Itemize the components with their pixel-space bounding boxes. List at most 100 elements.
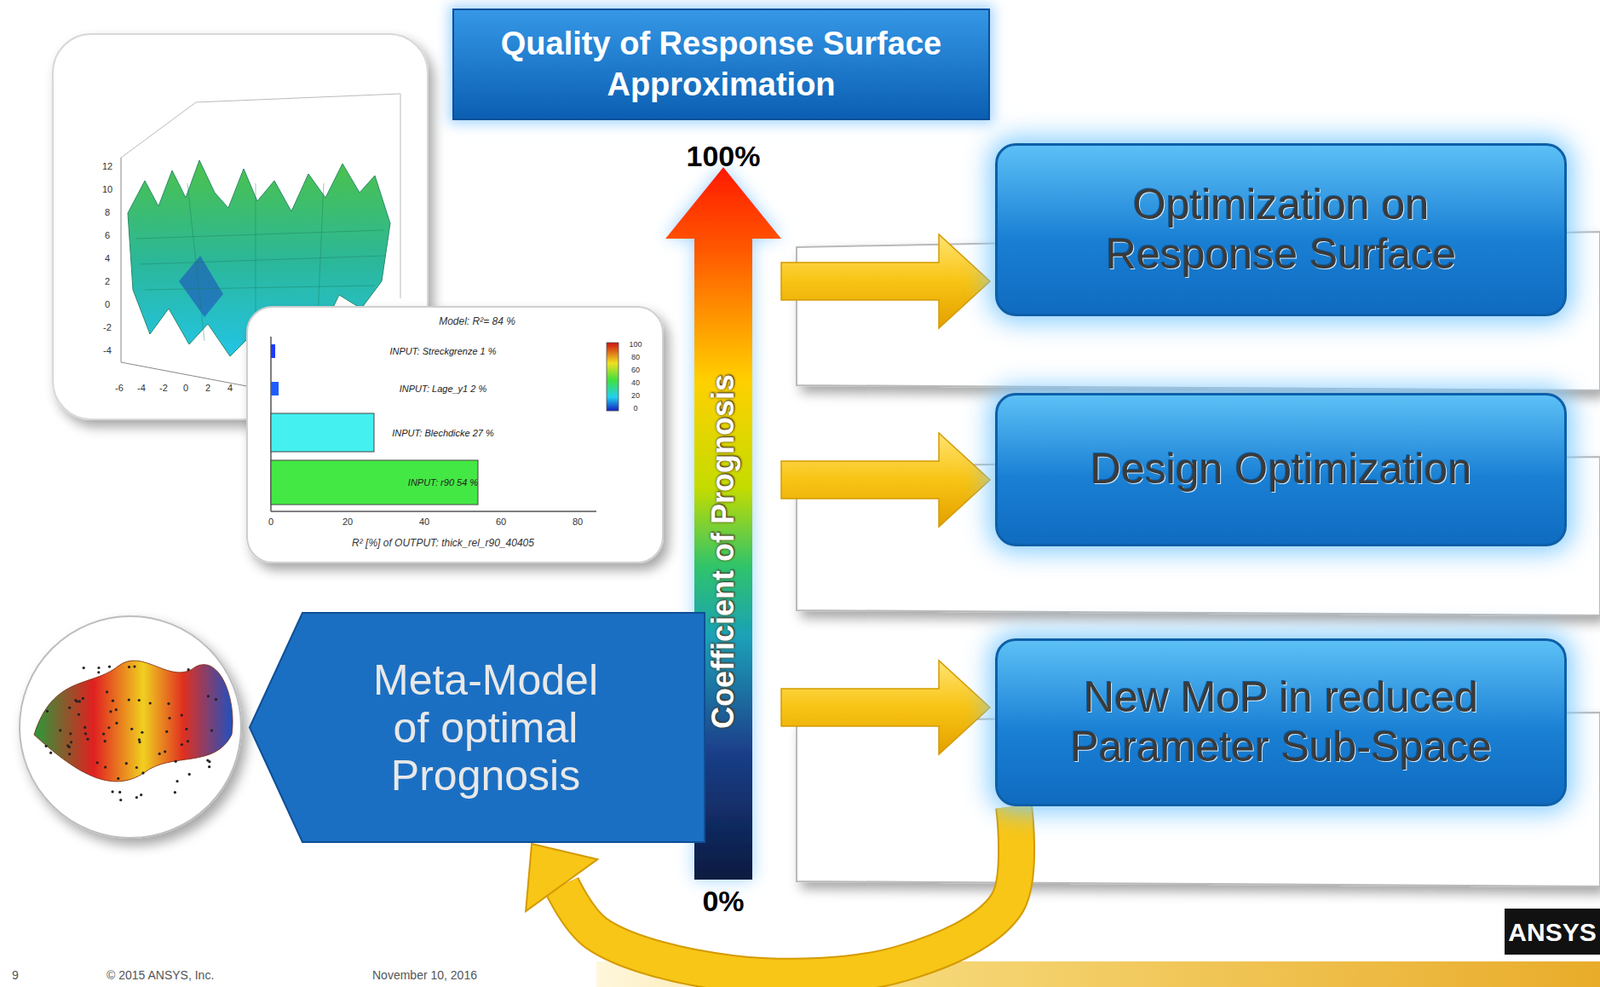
logo-box xyxy=(1504,908,1600,955)
box-outline xyxy=(249,612,705,842)
sample-dot xyxy=(184,727,188,731)
sample-dot xyxy=(207,694,210,697)
sample-dot xyxy=(174,759,178,763)
colorbar-label: 0 xyxy=(633,404,638,414)
copyright: © 2015 ANSYS, Inc. xyxy=(106,968,214,982)
sample-dot xyxy=(149,701,152,704)
tick-label: -4 xyxy=(103,345,112,356)
sample-dot xyxy=(165,730,168,733)
sample-dot xyxy=(138,740,141,743)
arrow-body xyxy=(781,234,990,329)
sample-dot xyxy=(102,732,105,736)
sample-dot xyxy=(115,721,118,725)
sample-dot xyxy=(140,730,144,734)
sample-dot xyxy=(125,761,128,765)
tick-label: 8 xyxy=(104,207,110,218)
meta-model-box: Meta-Model of optimal Prognosis xyxy=(249,612,705,842)
bar-label: INPUT: Blechdicke 27 % xyxy=(388,427,498,438)
sample-dot xyxy=(207,759,211,763)
block-arrow xyxy=(781,432,990,527)
sample-dot xyxy=(58,728,62,731)
sample-dot xyxy=(68,745,71,749)
tick-label: 12 xyxy=(102,161,113,172)
sample-dot xyxy=(105,690,109,693)
sample-dot xyxy=(141,771,144,774)
sample-dot xyxy=(107,725,110,729)
tick-label: 4 xyxy=(227,382,233,393)
sample-dot xyxy=(186,739,190,743)
tick-label: 4 xyxy=(104,253,110,264)
sample-dot xyxy=(130,727,133,731)
tick-label: -6 xyxy=(115,382,124,393)
sample-dot xyxy=(78,699,81,703)
sample-dot xyxy=(210,728,213,731)
sample-dot xyxy=(127,665,131,668)
tick-label: -4 xyxy=(137,382,146,393)
sample-dot xyxy=(139,793,143,796)
bar-label: INPUT: r90 54 % xyxy=(388,477,498,488)
tick-label: 10 xyxy=(102,184,113,195)
sample-dot xyxy=(135,765,139,769)
sample-dot xyxy=(207,765,211,768)
meta-model-picture xyxy=(19,615,242,838)
sample-dot xyxy=(68,706,71,709)
sample-dot xyxy=(82,666,86,669)
sample-dot xyxy=(103,739,107,743)
sample-dot xyxy=(81,696,85,700)
box-text: New MoP in reduced Parameter Sub-Space xyxy=(1051,673,1512,772)
sample-dot xyxy=(68,752,71,755)
sample-dot xyxy=(188,772,191,776)
tick-label: 0 xyxy=(104,299,110,310)
sample-dot xyxy=(111,789,115,793)
sample-dot xyxy=(163,749,167,753)
process-box: Optimization on Response Surface xyxy=(995,143,1567,317)
box-text: Optimization on Response Surface xyxy=(1076,180,1486,279)
sample-dot xyxy=(69,740,73,743)
sample-dot xyxy=(46,709,49,713)
sample-dot xyxy=(69,731,72,735)
sample-dot xyxy=(83,725,87,729)
bar-label: INPUT: Lage_y1 2 % xyxy=(388,383,498,394)
sample-dot xyxy=(180,713,184,716)
tick-label: 60 xyxy=(495,516,507,527)
box-text: Quality of Response Surface Approximatio… xyxy=(500,23,944,105)
tick-label: -2 xyxy=(103,322,112,333)
sample-dot xyxy=(214,697,218,701)
sample-dot xyxy=(115,707,118,711)
process-box: New MoP in reduced Parameter Sub-Space xyxy=(995,638,1567,806)
axis-title: Coefficient of Prognosis xyxy=(705,374,742,729)
sample-dot xyxy=(97,670,100,674)
axis-title: R² [%] of OUTPUT: thick_rel_r90_40405 xyxy=(351,537,535,549)
scale-end: 0% xyxy=(702,885,744,917)
sample-dot xyxy=(180,742,184,746)
tick-label: -2 xyxy=(159,382,168,393)
colorbar-label: 100 xyxy=(628,340,642,350)
sample-dot xyxy=(108,665,111,668)
sample-dot xyxy=(109,709,112,713)
box-text: Meta-Model of optimal Prognosis xyxy=(357,656,614,800)
sample-dot xyxy=(187,667,190,671)
logo-text: ANSYS xyxy=(1507,917,1596,946)
sample-dot xyxy=(96,760,99,764)
tick-label: 40 xyxy=(419,516,430,527)
page-number: 9 xyxy=(11,968,19,982)
tick-label: 20 xyxy=(342,516,353,527)
sample-dot xyxy=(84,731,87,735)
bar-chart xyxy=(247,306,663,563)
colorbar-label: 60 xyxy=(631,366,640,375)
arrow-body xyxy=(781,660,990,754)
sample-dot xyxy=(77,713,81,716)
sample-dot xyxy=(119,798,122,801)
sample-dot xyxy=(138,698,141,702)
tick-label: 80 xyxy=(572,516,583,527)
process-box: Design Optimization xyxy=(995,392,1567,547)
box-text: Design Optimization xyxy=(1090,444,1472,495)
sample-dot xyxy=(86,737,89,741)
colorbar-label: 20 xyxy=(631,391,640,401)
tick-label: 2 xyxy=(205,382,211,393)
sample-dot xyxy=(175,779,179,783)
scale-end: 100% xyxy=(686,140,761,173)
colorbar-label: 80 xyxy=(631,353,640,363)
date: November 10, 2016 xyxy=(372,968,478,982)
tick-label: 0 xyxy=(183,382,189,393)
